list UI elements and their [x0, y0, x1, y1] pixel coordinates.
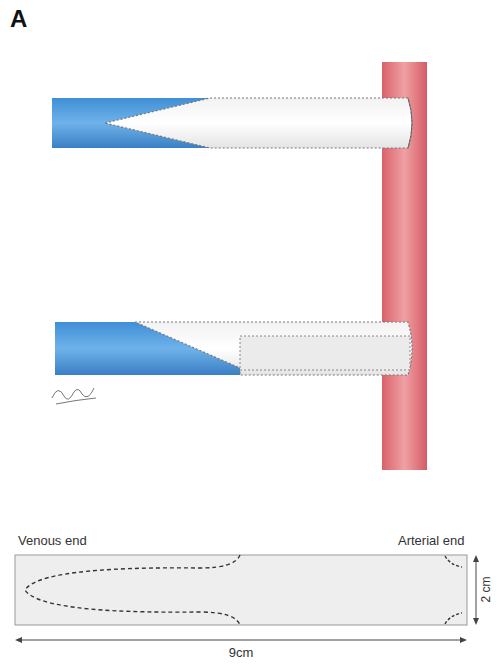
- graft-tube: [135, 322, 412, 375]
- dimension-label: 2 cm: [480, 577, 493, 603]
- graft-end: [408, 98, 412, 148]
- signature: [52, 388, 96, 404]
- corner-cut: [445, 556, 462, 567]
- corner-cut: [445, 613, 462, 624]
- panel-letter: A: [10, 6, 27, 32]
- cut-line: [25, 555, 240, 625]
- graft-sheet: [15, 555, 467, 625]
- graft-inner: [240, 336, 410, 370]
- end-label: Venous end: [18, 534, 87, 548]
- graft-tube: [105, 98, 412, 148]
- dimension-label: 9cm: [229, 646, 254, 660]
- end-label: Arterial end: [398, 534, 464, 548]
- artery: [382, 62, 427, 262]
- dimension-arrow: [15, 555, 479, 643]
